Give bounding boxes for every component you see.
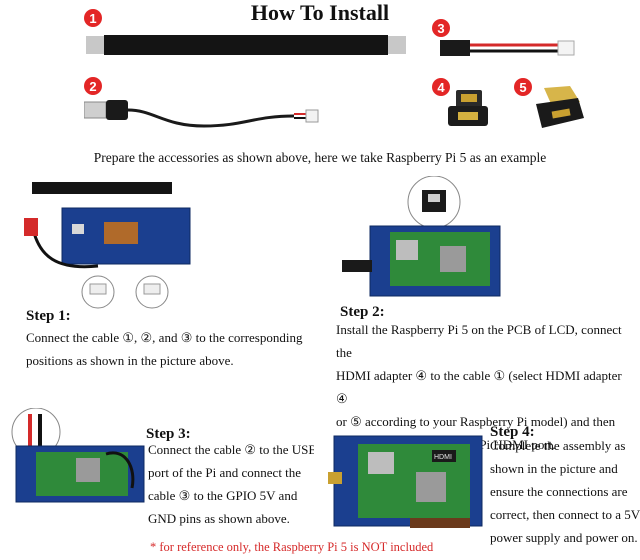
step3-line: GND pins as shown above. (148, 511, 290, 526)
hdmi-port-label: HDMI (434, 454, 452, 461)
reference-note: * for reference only, the Raspberry Pi 5… (150, 540, 434, 554)
step4-title: Step 4: (490, 424, 535, 440)
step1-image (18, 178, 198, 318)
badge-5: 5 (514, 78, 532, 96)
step2-image (330, 176, 510, 306)
step4-text: Complete the assembly as shown in the pi… (490, 434, 640, 549)
fpc-cable-image (86, 32, 406, 58)
badge-2: 2 (84, 77, 102, 95)
badge-4: 4 (432, 78, 450, 96)
step3-line: cable ③ to the GPIO 5V and (148, 488, 298, 503)
badge-3: 3 (432, 19, 450, 37)
step3-title: Step 3: (146, 426, 191, 442)
hdmi-adapter-4-image (444, 88, 494, 132)
power-cable-image (440, 38, 580, 60)
step1-line: Connect the cable ①, ②, and ③ to the cor… (26, 330, 303, 345)
step4-line: power supply and power on. (490, 530, 638, 545)
step2-line: HDMI adapter ④ to the cable ① (select HD… (336, 368, 622, 406)
step4-line: ensure the connections are (490, 484, 628, 499)
step4-image: HDMI (328, 432, 488, 532)
step1-line: positions as shown in the picture above. (26, 353, 234, 368)
accessories-caption: Prepare the accessories as shown above, … (93, 150, 547, 165)
step4-line: correct, then connect to a 5V (490, 507, 640, 522)
step3-line: Connect the cable ② to the USB (148, 442, 314, 457)
step1-text: Connect the cable ①, ②, and ③ to the cor… (26, 326, 316, 372)
hdmi-adapter-5-image (530, 84, 590, 134)
page-title: How To Install (250, 0, 390, 25)
step3-text: Connect the cable ② to the USB port of t… (148, 438, 314, 530)
usb-cable-image (84, 96, 324, 136)
step1-title: Step 1: (26, 308, 71, 324)
step3-line: port of the Pi and connect the (148, 465, 302, 480)
step2-line: or ⑤ according to your Raspberry Pi mode… (336, 414, 616, 429)
step2-line: Install the Raspberry Pi 5 on the PCB of… (336, 322, 622, 360)
step2-text: Install the Raspberry Pi 5 on the PCB of… (336, 318, 636, 456)
badge-1: 1 (84, 9, 102, 27)
step4-line: shown in the picture and (490, 461, 618, 476)
step2-title: Step 2: (340, 304, 385, 320)
step3-image (6, 408, 146, 508)
step4-line: Complete the assembly as (490, 438, 626, 453)
